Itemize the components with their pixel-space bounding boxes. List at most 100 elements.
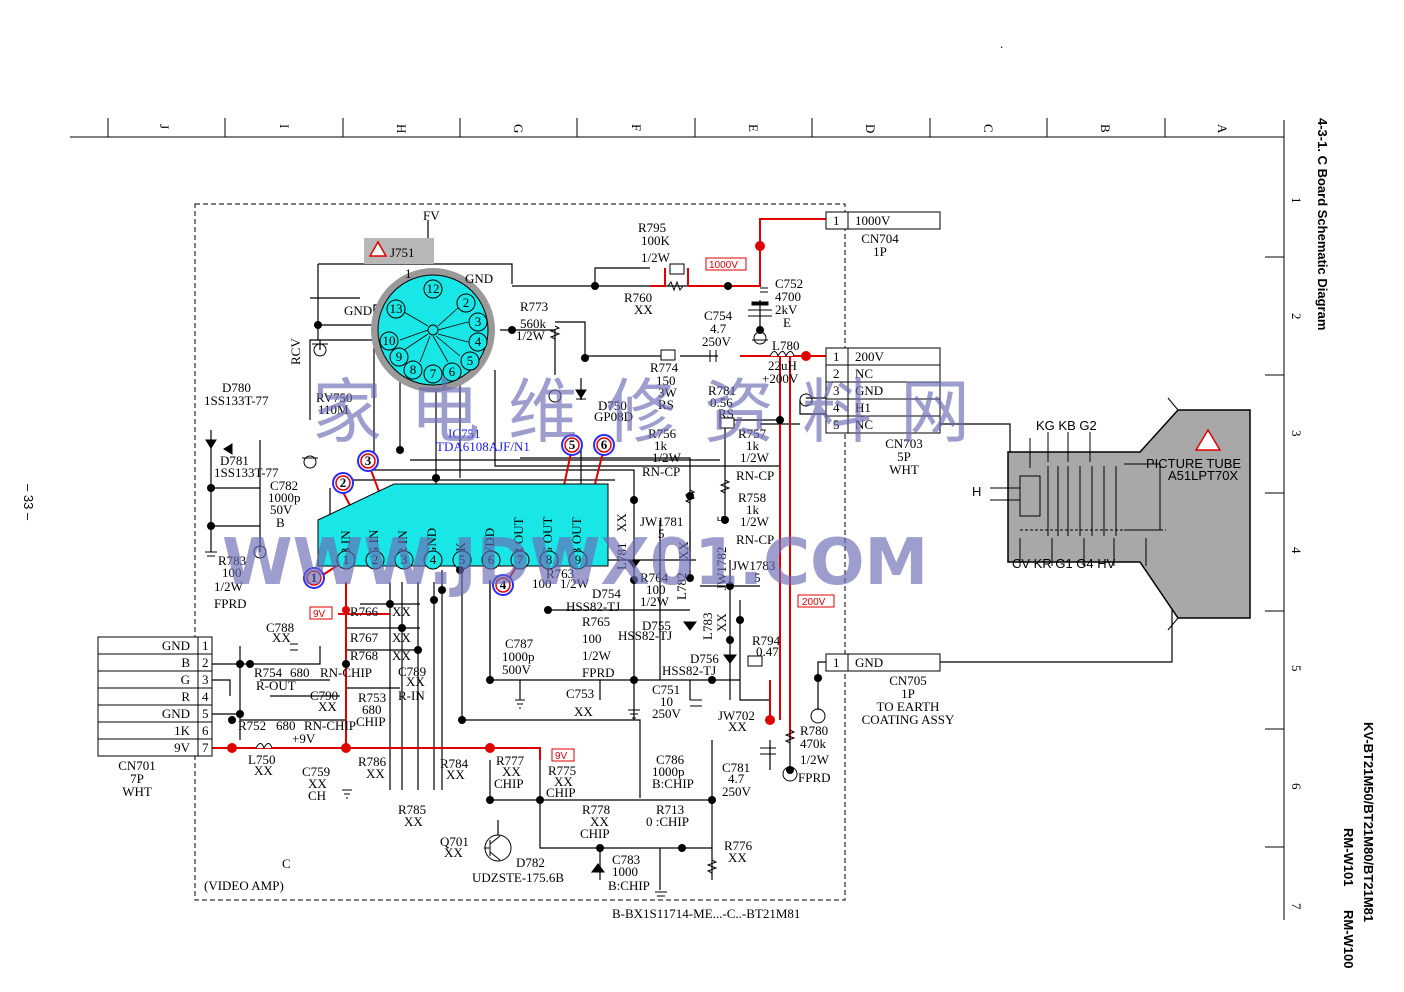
ic-pin-6: 6 <box>488 552 495 567</box>
c781-value: 4.7 <box>728 771 745 786</box>
r780-type: FPRD <box>798 770 831 785</box>
r764-value: 100 <box>646 582 666 597</box>
r758-ref: R758 <box>738 490 766 505</box>
svg-text:3: 3 <box>365 453 372 468</box>
cn704-ref: CN704 <box>861 231 899 246</box>
r765-type: FPRD <box>582 665 615 680</box>
tag-1000v: 1000V <box>709 260 738 271</box>
c782-value: 1000p <box>268 490 301 505</box>
r775-ref: R775 <box>548 763 576 778</box>
c789-ref: C789 <box>398 664 426 679</box>
socket-pin-13: 13 <box>390 301 403 316</box>
watermark-cn: 家电维修资料网 <box>312 371 998 453</box>
c788-value: XX <box>272 630 291 645</box>
r776-value: XX <box>728 850 747 865</box>
grid-letter-g: G <box>511 124 526 133</box>
jw1783-ref: JW1783 <box>732 558 775 573</box>
tag-9v-left: 9V <box>313 609 326 620</box>
crt-socket: 1 2 3 4 5 6 7 8 9 10 11 12 13 J751 GND G… <box>288 208 495 392</box>
watermark: 家电维修资料网 WWW.JDWX01.COM <box>222 371 998 600</box>
diagram-title: 4-3-1. C Board Schematic Diagram <box>1315 118 1330 330</box>
d781-part: 1SS133T-77 <box>214 465 279 480</box>
r784-value: XX <box>446 767 465 782</box>
component-labels: R795 100K 1/2W R760 XX C752 4700 2kV E R… <box>204 220 831 893</box>
c752-ref: C752 <box>775 276 803 291</box>
svg-text:2: 2 <box>340 475 347 490</box>
ic-pin-9: 9 <box>575 552 582 567</box>
svg-text:5: 5 <box>569 437 576 452</box>
r764-ref: R764 <box>640 570 669 585</box>
grid-frame: J I H G F E D C B A 1 2 3 4 5 6 7 <box>70 118 1304 920</box>
c754-value: 4.7 <box>710 321 727 336</box>
ic-pin-2: 2 <box>372 552 379 567</box>
r780-ref: R780 <box>800 723 828 738</box>
grid-number-3: 3 <box>1289 430 1304 437</box>
corner-dot: . <box>1000 36 1003 51</box>
r783-type: FPRD <box>214 596 247 611</box>
ic-pin-label-b-out: B OUT <box>569 517 584 556</box>
r778-ref: R778 <box>582 802 610 817</box>
grid-letter-c: C <box>981 124 996 133</box>
grid-letter-i: I <box>277 124 292 128</box>
r760-value: XX <box>634 302 653 317</box>
grid-letter-a: A <box>1215 124 1230 134</box>
r783-ref: R783 <box>218 553 246 568</box>
q701-value: XX <box>444 845 463 860</box>
ic-pin-label-b-in: B IN <box>338 530 353 556</box>
svg-text:1: 1 <box>311 570 318 585</box>
ic-part: TDA6108AJF/N1 <box>436 439 530 454</box>
c786-ref: C786 <box>656 752 685 767</box>
crt-title: PICTURE TUBE <box>1146 456 1241 471</box>
r785-value: XX <box>404 814 423 829</box>
ic-pin-7: 7 <box>517 552 524 567</box>
socket-pin-4: 4 <box>475 334 482 349</box>
c788-ref: C788 <box>266 620 294 635</box>
r754-value: 680 <box>290 665 310 680</box>
l750-ref: L750 <box>248 752 275 767</box>
r773-watt: 1/2W <box>516 328 546 343</box>
marker-1: 1 <box>303 567 325 589</box>
socket-pin-2: 2 <box>463 295 470 310</box>
l780-value: 22uH <box>768 358 797 373</box>
d750-ref: D750 <box>598 398 627 413</box>
rv750-value: 110M <box>318 402 349 417</box>
rcv-label: RCV <box>288 338 303 365</box>
r776-ref: R776 <box>724 838 753 853</box>
r777-type: CHIP <box>494 776 524 791</box>
c751-ref: C751 <box>652 682 680 697</box>
picture-tube: PICTURE TUBE A51LPT70X KG KB G2 CV KR G1… <box>972 397 1251 631</box>
cn701-pins: 7P <box>130 771 144 786</box>
c786-value: 1000p <box>652 764 685 779</box>
cn701-pin-2: 2 <box>202 655 209 670</box>
jw702-value: XX <box>728 719 747 734</box>
r752-ref: R752 <box>238 718 266 733</box>
ic751: B IN G IN R IN GND IK VDD R OUT G OUT B … <box>317 426 609 570</box>
voltage-tags: 1000V 200V 9V 9V <box>309 257 835 762</box>
cn701-name-2: B <box>181 655 190 670</box>
ground-symbols <box>205 331 826 897</box>
ic-pin-label-r-out: R OUT <box>511 517 526 556</box>
jw702-ref: JW702 <box>718 708 755 723</box>
cn705-pin: 1 <box>833 655 840 670</box>
c751-voltage: 250V <box>652 706 682 721</box>
c789-net: R-IN <box>398 688 425 703</box>
cn705-note-2: COATING ASSY <box>862 712 955 727</box>
crt-h-label: H <box>972 484 981 499</box>
l783-ref: L783 <box>700 613 715 640</box>
j751-ref: J751 <box>390 245 415 260</box>
cn701-pin-5: 5 <box>202 706 209 721</box>
l780-ref: L780 <box>772 338 799 353</box>
cn703-pin-5: 5 <box>833 417 840 432</box>
ic-pin-1: 1 <box>343 552 350 567</box>
r786-ref: R786 <box>358 754 387 769</box>
r777-value: XX <box>502 764 521 779</box>
cn703: 1 200V 2 NC 3 GND 4 H1 5 NC CN703 5P WHT <box>825 347 941 477</box>
r774-value: 150 <box>656 373 676 388</box>
c787-voltage: 500V <box>502 662 532 677</box>
cn701-pin-3: 3 <box>202 672 209 687</box>
cn703-pins: 5P <box>897 449 911 464</box>
c786-type: B:CHIP <box>652 776 694 791</box>
r765-ref: R765 <box>582 614 610 629</box>
r760-ref: R760 <box>624 290 652 305</box>
grid-number-4: 4 <box>1289 547 1304 554</box>
